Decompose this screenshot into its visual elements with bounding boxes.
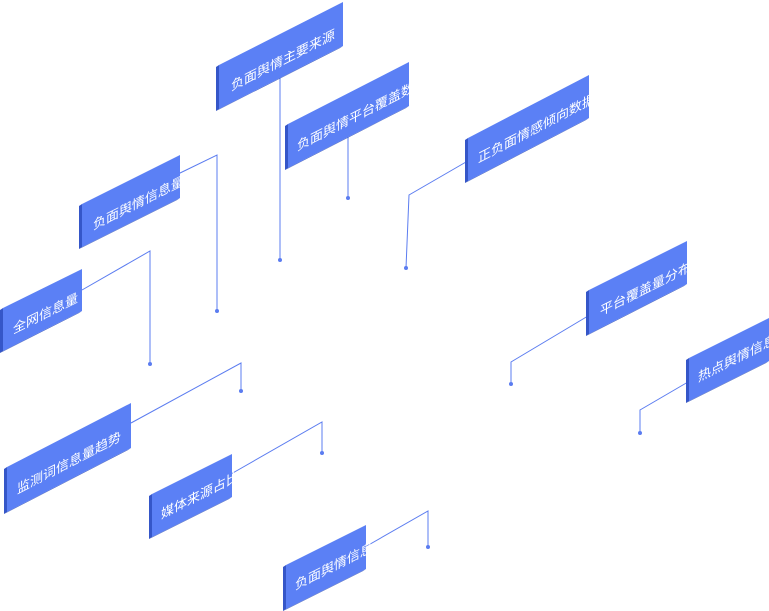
connector-dot: [509, 382, 513, 386]
connector-line: [230, 421, 323, 475]
node-negative-info-volume: 负面舆情信息量: [79, 154, 219, 313]
node-web-info-volume: 全网信息量: [0, 250, 152, 366]
connector-line: [364, 510, 429, 548]
connector-dot: [278, 258, 282, 262]
connector-line: [510, 315, 589, 384]
connector-line: [130, 362, 242, 424]
node-hot-topic-info: 热点舆情信息: [638, 318, 769, 435]
node-sentiment-trend-data: 正负面情感倾向数据: [404, 75, 595, 270]
node-platform-coverage-distribution: 平台覆盖量分布: [509, 241, 691, 386]
connector-line: [405, 161, 467, 269]
connector-dot: [638, 431, 642, 435]
connector-dot: [215, 309, 219, 313]
connector-line: [177, 154, 218, 311]
connector-line: [81, 250, 151, 364]
connector-dot: [148, 362, 152, 366]
connector-dot: [320, 451, 324, 455]
node-negative-info: 负面舆情信息: [283, 510, 430, 611]
node-negative-platform-coverage: 负面舆情平台覆盖数: [285, 62, 414, 200]
connector-dot: [239, 389, 243, 393]
connector-dot: [426, 545, 430, 549]
node-media-source-share: 媒体来源占比: [149, 421, 324, 539]
connector-line: [639, 381, 689, 433]
connector-dot: [404, 266, 408, 270]
connector-dot: [346, 196, 350, 200]
